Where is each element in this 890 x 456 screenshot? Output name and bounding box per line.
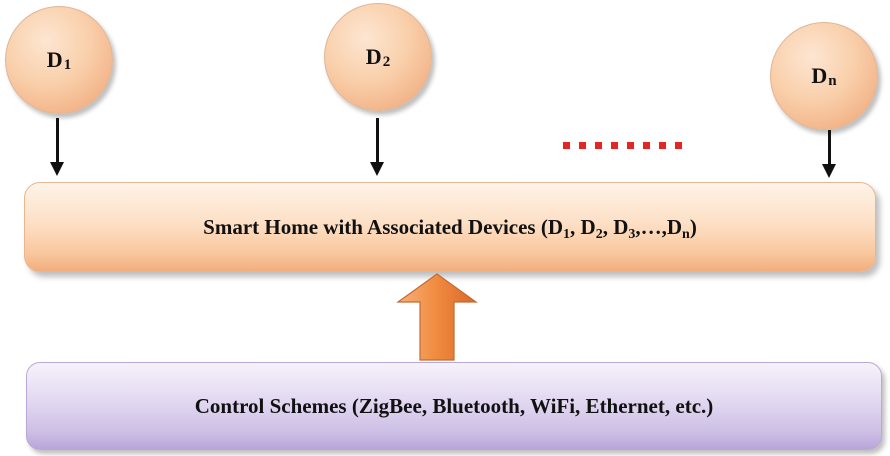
control-schemes-box: Control Schemes (ZigBee, Bluetooth, WiFi… — [26, 362, 882, 450]
device-letter: D — [811, 63, 828, 88]
device-subscript: n — [828, 72, 837, 89]
device-subscript: 2 — [382, 53, 391, 70]
more-devices-ellipsis — [563, 142, 682, 149]
control-schemes-label: Control Schemes (ZigBee, Bluetooth, WiFi… — [194, 393, 714, 418]
smart-home-label: Smart Home with Associated Devices (D1, … — [203, 214, 697, 242]
device-letter: D — [46, 47, 63, 72]
up-arrow-icon — [396, 273, 478, 361]
smart-home-box: Smart Home with Associated Devices (D1, … — [24, 182, 876, 272]
device-letter: D — [365, 44, 382, 69]
device-subscript: 1 — [63, 56, 72, 73]
